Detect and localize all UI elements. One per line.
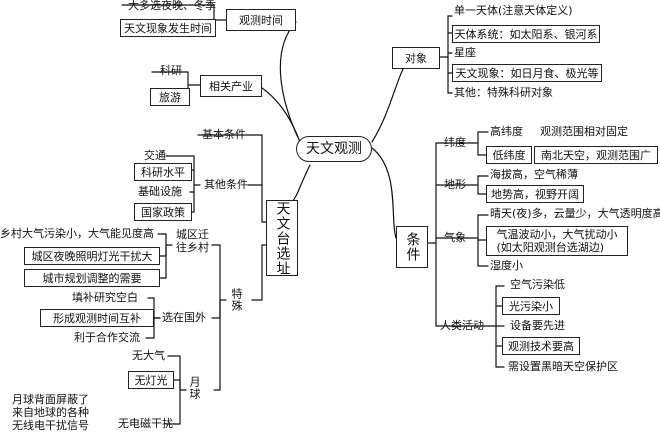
latitude-key: 低纬度 (486, 146, 532, 164)
human-activity-item: 设备要先进 (510, 319, 565, 332)
human-activity-item: 光污染小 (502, 297, 560, 315)
latitude-label: 纬度 (444, 136, 466, 149)
target-item: 天文现象：如日月食、极光等 (452, 64, 602, 82)
industry-item: 科研 (160, 64, 182, 77)
moon-item: 无大气 (132, 349, 165, 362)
other-conditions-label: 其他条件 (204, 178, 248, 191)
observe-time-item: 大多选夜晚、冬季 (128, 0, 216, 12)
target-item: 单一天体(注意天体定义) (454, 4, 573, 17)
industry-item: 旅游 (150, 88, 190, 106)
target-item: 天体系统：如太阳系、银河系 (452, 25, 600, 43)
other-condition-item: 交通 (144, 149, 166, 162)
special-label: 特殊 (230, 288, 243, 312)
terrain-label: 地形 (444, 178, 466, 191)
latitude-value: 观测范围相对固定 (540, 125, 628, 138)
moon-far-side-note: 月球背面屏蔽了 来自地球的各种 无线电干扰信号 (12, 393, 89, 432)
other-condition-item: 国家政策 (134, 203, 192, 221)
site-selection-node: 天文台选址 (266, 200, 298, 276)
moon-item: 无灯光 (128, 371, 174, 389)
weather-label: 气象 (444, 231, 466, 244)
abroad-item: 填补研究空白 (72, 291, 138, 304)
target-item: 星座 (454, 46, 476, 59)
terrain-item: 地势高，视野开阔 (486, 185, 584, 203)
observe-time-node: 观测时间 (226, 9, 296, 31)
other-condition-item: 基础设施 (138, 185, 182, 198)
abroad-item: 形成观测时间互补 (40, 309, 154, 327)
human-activity-item: 观测技术要高 (502, 337, 580, 355)
moon-item: 无电磁干扰 (118, 417, 173, 430)
city-to-country-item: 城市规划调整的需要 (24, 269, 160, 287)
industry-node: 相关产业 (200, 75, 262, 97)
center-node: 天文观测 (296, 136, 372, 162)
weather-item: 湿度小 (490, 259, 523, 272)
other-condition-item: 科研水平 (134, 163, 192, 181)
human-activity-item: 需设置黑暗天空保护区 (508, 360, 618, 373)
abroad-label: 选在国外 (162, 311, 206, 324)
target-node: 对象 (392, 47, 440, 69)
latitude-value: 南北天空，观测范围广 (534, 146, 658, 164)
weather-item: 晴天(夜)多，云量少，大气透明度高 (490, 207, 660, 220)
city-to-country-item: 乡村大气污染小，大气能见度高 (0, 227, 154, 240)
conditions-node: 条件 (396, 226, 428, 268)
moon-label: 月球 (188, 376, 201, 400)
human-activity-item: 空气污染低 (510, 278, 565, 291)
weather-item: 气温波动小，大气扰动小 (如太阳观测台选湖边) (486, 226, 628, 256)
latitude-key: 高纬度 (490, 125, 523, 138)
abroad-item: 利于合作交流 (74, 331, 140, 344)
city-to-country-label: 城区迁往乡村 (176, 228, 209, 254)
human-activity-label: 人类活动 (440, 319, 484, 332)
basic-conditions: 基本条件 (202, 128, 246, 141)
target-item: 其他：特殊科研对象 (454, 86, 553, 99)
city-to-country-item: 城区夜晚照明灯光干扰大 (24, 247, 160, 265)
observe-time-item: 天文现象发生时间 (120, 19, 216, 37)
terrain-item: 海拔高，空气稀薄 (490, 168, 578, 181)
